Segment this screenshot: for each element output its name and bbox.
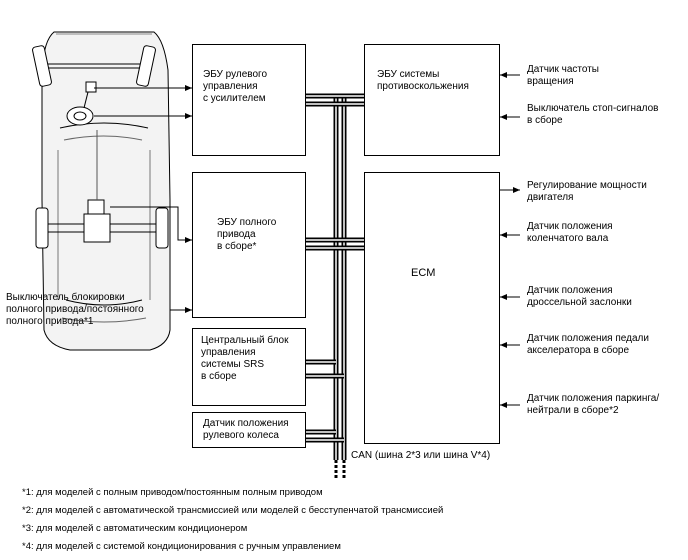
ecm-label: ECM bbox=[411, 267, 436, 279]
pedal-sensor-label: Датчик положения педали акселератора в с… bbox=[527, 333, 649, 356]
can-bus bbox=[306, 93, 364, 478]
park-sensor-label: Датчик положения паркинга/ нейтрали в сб… bbox=[527, 393, 660, 416]
crank-sensor-label: Датчик положения коленчатого вала bbox=[527, 221, 613, 244]
steering-ecu-box: ЭБУ рулевого управления с усилителем bbox=[192, 44, 306, 156]
awd-ecu-label: ЭБУ полного привода в сборе* bbox=[217, 217, 277, 252]
skid-ecu-box: ЭБУ системы противоскольжения bbox=[364, 44, 500, 156]
awd-ecu-box: ЭБУ полного привода в сборе* bbox=[192, 172, 306, 318]
steering-sensor-label: Датчик положения рулевого колеса bbox=[203, 418, 289, 441]
ecm-box: ECM bbox=[364, 172, 500, 444]
footnote-2: *2: для моделей с автоматической трансми… bbox=[22, 505, 444, 516]
vehicle-drawing bbox=[32, 31, 171, 351]
power-control-label: Регулирование мощности двигателя bbox=[527, 180, 647, 203]
footnote-4: *4: для моделей с системой кондициониров… bbox=[22, 541, 341, 552]
can-bus-label: CAN (шина 2*3 или шина V*4) bbox=[351, 450, 491, 461]
speed-sensor-label: Датчик частоты вращения bbox=[527, 64, 599, 87]
footnote-1: *1: для моделей с полным приводом/постоя… bbox=[22, 487, 323, 498]
steering-sensor-box: Датчик положения рулевого колеса bbox=[192, 412, 306, 448]
awd-switch-label: Выключатель блокировки полного привода/п… bbox=[6, 292, 144, 327]
srs-ecu-label: Центральный блок управления системы SRS … bbox=[201, 335, 289, 382]
throttle-sensor-label: Датчик положения дроссельной заслонки bbox=[527, 285, 632, 308]
steering-ecu-label: ЭБУ рулевого управления с усилителем bbox=[203, 69, 268, 104]
skid-ecu-label: ЭБУ системы противоскольжения bbox=[377, 69, 469, 92]
footnote-3: *3: для моделей с автоматическим кондици… bbox=[22, 523, 248, 534]
stop-switch-label: Выключатель стоп-сигналов в сборе bbox=[527, 103, 659, 126]
signal-arrows bbox=[94, 72, 520, 408]
srs-ecu-box: Центральный блок управления системы SRS … bbox=[192, 328, 306, 406]
